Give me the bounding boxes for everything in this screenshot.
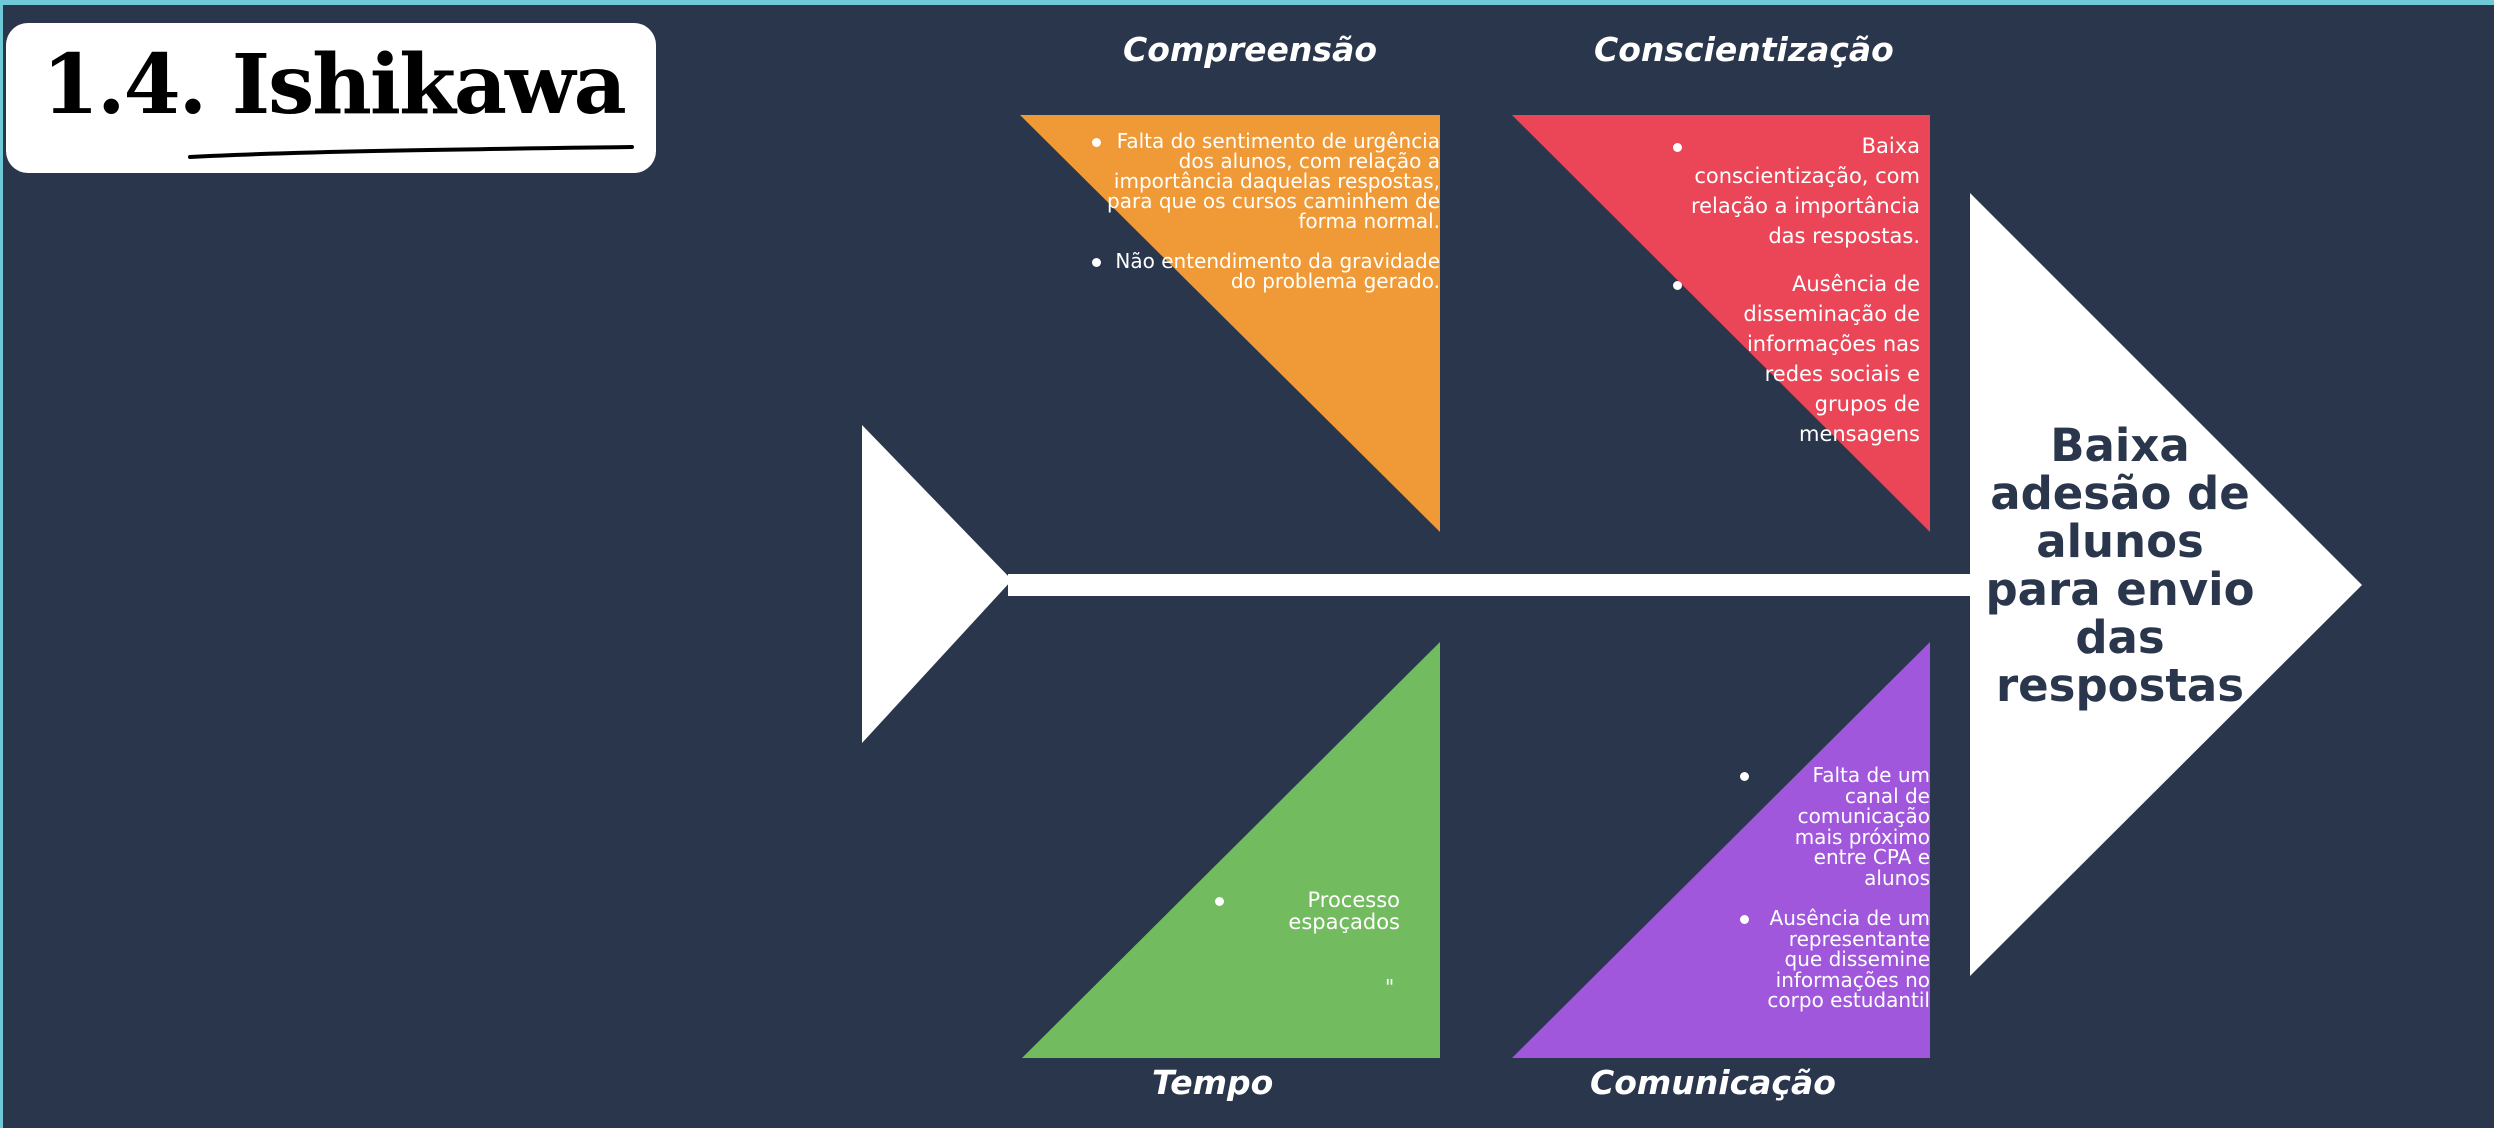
cause-list-comunicacao: Falta de um canal de comunicação mais pr… <box>1740 763 1930 1031</box>
page-title: 1.4. Ishikawa <box>42 37 627 133</box>
category-label-conscientizacao: Conscientização <box>1594 30 1894 69</box>
cause-item: Não entendimento da gravidade do problem… <box>1092 249 1440 293</box>
left-border <box>0 0 3 1128</box>
bullet-dot <box>1740 772 1749 781</box>
tempo-note: " <box>1385 975 1395 999</box>
effect-label: Baixa adesão de alunos para envio das re… <box>1985 419 2255 712</box>
cause-list-conscientizacao: Baixa conscientização, com relação a imp… <box>1673 131 1920 467</box>
category-label-tempo: Tempo <box>1152 1063 1274 1102</box>
bone-conscientizacao <box>1512 115 1930 532</box>
title-underline <box>188 145 634 159</box>
cause-text: Falta do sentimento de urgência dos alun… <box>1107 129 1440 233</box>
cause-list-compreensao: Falta do sentimento de urgência dos alun… <box>1092 129 1440 311</box>
fish-tail <box>862 425 1012 743</box>
cause-text: Falta de um canal de comunicação mais pr… <box>1794 763 1930 890</box>
cause-text: Processo espaçados <box>1288 888 1400 934</box>
cause-list-tempo: Processo espaçados <box>1215 888 1400 934</box>
cause-item: Falta de um canal de comunicação mais pr… <box>1740 763 1930 890</box>
bone-comunicacao <box>1512 642 1930 1058</box>
cause-text: Ausência de disseminação de informações … <box>1743 272 1920 446</box>
cause-item: Ausência de um representante que dissemi… <box>1740 906 1930 1012</box>
bullet-dot <box>1092 258 1101 267</box>
top-border <box>0 0 2494 5</box>
cause-item: Falta do sentimento de urgência dos alun… <box>1092 129 1440 233</box>
cause-text: Baixa conscientização, com relação a imp… <box>1690 134 1920 248</box>
fish-head <box>1970 193 2362 976</box>
cause-item: Baixa conscientização, com relação a imp… <box>1673 131 1920 251</box>
bullet-dot <box>1215 897 1224 906</box>
title-card: 1.4. Ishikawa <box>6 23 656 173</box>
cause-text: Não entendimento da gravidade do problem… <box>1115 249 1440 293</box>
bone-compreensao <box>1020 115 1440 532</box>
cause-item: Ausência de disseminação de informações … <box>1673 269 1920 449</box>
cause-item: Processo espaçados <box>1215 888 1400 934</box>
cause-text: Ausência de um representante que dissemi… <box>1767 906 1930 1012</box>
bullet-dot <box>1673 281 1682 290</box>
bullet-dot <box>1673 143 1682 152</box>
bullet-dot <box>1092 138 1101 147</box>
fish-spine <box>1008 574 2008 596</box>
category-label-comunicacao: Comunicação <box>1590 1063 1836 1102</box>
category-label-compreensao: Compreensão <box>1123 30 1378 69</box>
bone-tempo <box>1022 642 1440 1058</box>
title-number: 1.4. <box>42 37 207 133</box>
title-name: Ishikawa <box>231 37 627 133</box>
bullet-dot <box>1740 915 1749 924</box>
